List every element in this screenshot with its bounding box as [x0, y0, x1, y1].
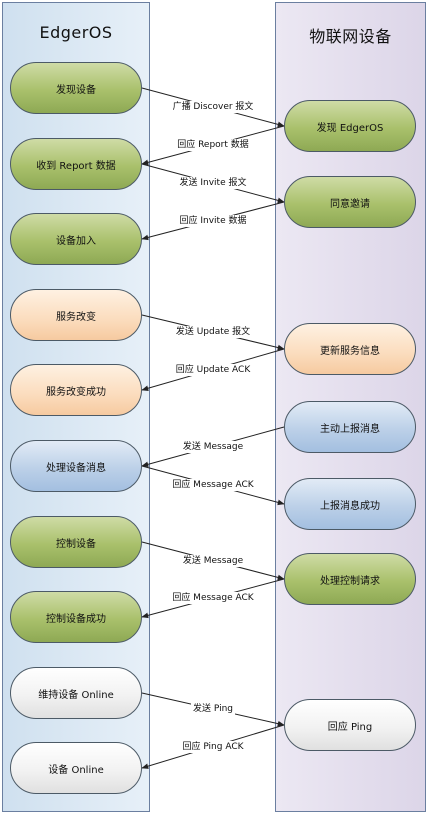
- node-receive-report: 收到 Report 数据: [10, 138, 142, 190]
- node-service-change-success: 服务改变成功: [10, 364, 142, 416]
- node-label: 设备加入: [56, 235, 96, 247]
- node-label: 上报消息成功: [320, 500, 380, 512]
- message-label: 回应 Ping ACK: [180, 740, 246, 753]
- node-respond-ping: 回应 Ping: [284, 699, 416, 751]
- node-label: 发现设备: [56, 84, 96, 96]
- node-discover-device: 发现设备: [10, 62, 142, 114]
- message-label: 发送 Invite 报文: [177, 177, 249, 189]
- node-label: 同意邀请: [330, 198, 370, 210]
- node-control-device: 控制设备: [10, 516, 142, 568]
- node-device-online: 设备 Online: [10, 742, 142, 794]
- node-label: 处理控制请求: [320, 575, 380, 587]
- node-update-service-info: 更新服务信息: [284, 323, 416, 375]
- node-service-change: 服务改变: [10, 289, 142, 341]
- message-label: 发送 Update 报文: [173, 326, 253, 338]
- node-agree-invite: 同意邀请: [284, 176, 416, 228]
- node-label: 服务改变成功: [46, 386, 106, 398]
- node-label: 回应 Ping: [327, 721, 373, 733]
- node-control-device-success: 控制设备成功: [10, 591, 142, 643]
- node-label: 发现 EdgerOS: [316, 122, 384, 134]
- message-label: 广播 Discover 报文: [170, 101, 256, 113]
- node-process-control-request: 处理控制请求: [284, 553, 416, 605]
- node-report-message-success: 上报消息成功: [284, 478, 416, 530]
- message-label: 发送 Ping: [190, 703, 236, 715]
- message-label: 发送 Message: [180, 440, 246, 453]
- node-label: 服务改变: [56, 311, 96, 323]
- node-process-device-message: 处理设备消息: [10, 440, 142, 492]
- message-label: 回应 Message ACK: [170, 479, 256, 491]
- message-label: 回应 Report 数据: [175, 139, 251, 151]
- node-label: 维持设备 Online: [38, 689, 114, 701]
- node-label: 处理设备消息: [46, 462, 106, 474]
- edgeros-lane-title: EdgerOS: [39, 23, 113, 42]
- node-active-report-message: 主动上报消息: [284, 401, 416, 453]
- node-label: 控制设备成功: [46, 613, 106, 625]
- message-label: 回应 Update ACK: [173, 363, 253, 376]
- node-label: 收到 Report 数据: [36, 160, 116, 172]
- node-keep-device-online: 维持设备 Online: [10, 667, 142, 719]
- node-discover-edgeros: 发现 EdgerOS: [284, 100, 416, 152]
- node-label: 控制设备: [56, 538, 96, 550]
- node-device-join: 设备加入: [10, 213, 142, 265]
- node-label: 主动上报消息: [320, 423, 380, 435]
- node-label: 更新服务信息: [320, 345, 380, 357]
- message-label: 回应 Message ACK: [170, 592, 256, 604]
- message-label: 回应 Invite 数据: [177, 214, 249, 227]
- iot-device-lane-title: 物联网设备: [309, 27, 392, 46]
- node-label: 设备 Online: [48, 764, 104, 776]
- message-label: 发送 Message: [180, 554, 246, 567]
